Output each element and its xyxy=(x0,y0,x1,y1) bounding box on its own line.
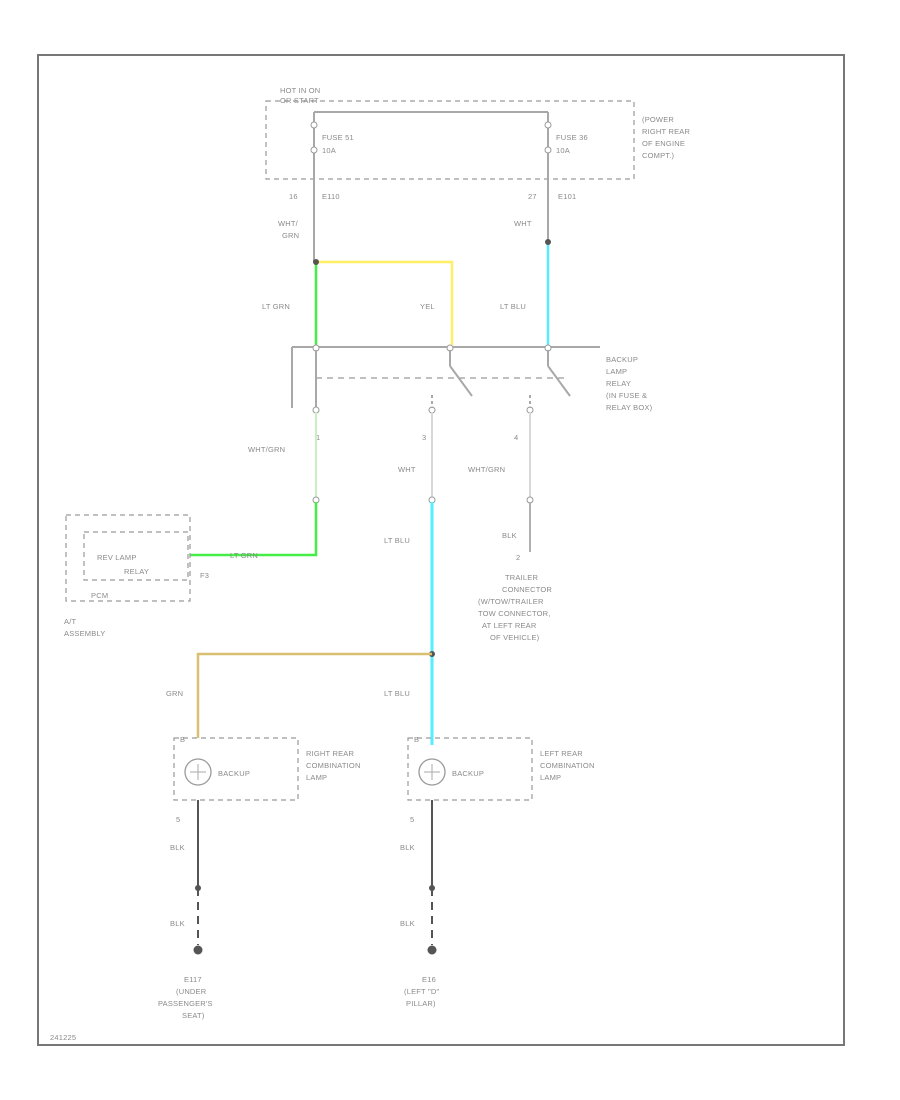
right-lamp-name: BACKUP xyxy=(218,769,250,778)
ground-left-icon xyxy=(193,945,203,955)
relay-switch-2 xyxy=(547,365,571,397)
ground-left-3: SEAT) xyxy=(182,1011,205,1020)
ground-left-id: E117 xyxy=(184,975,202,984)
relay-pin-4: 4 xyxy=(514,433,518,442)
fuse-36-bottom xyxy=(544,146,552,154)
trailer-label-6: OF VEHICLE) xyxy=(490,633,540,642)
fuse-51-top xyxy=(310,121,318,129)
wire-lt-blu-lamp-label: LT BLU xyxy=(384,689,410,698)
left-lamp-label-2: COMBINATION xyxy=(540,761,595,770)
wire-blk-trailer-label: BLK xyxy=(502,531,517,540)
right-lamp-pin-top: B xyxy=(180,735,185,744)
right-filament-icon xyxy=(190,764,206,780)
relay-pin-1: 1 xyxy=(316,433,320,442)
ground-right-id: E16 xyxy=(422,975,436,984)
pcm-assembly-1: A/T xyxy=(64,617,76,626)
ground-right-1: (LEFT "D" xyxy=(404,987,439,996)
conn-right: E101 xyxy=(558,192,576,201)
pcm-inner-box xyxy=(83,531,189,581)
fuse-location-2: RIGHT REAR xyxy=(642,127,691,136)
wire-lt-grn-pcm-label: LT GRN xyxy=(230,551,258,560)
ground-right-2: PILLAR) xyxy=(406,999,436,1008)
pcm-label-2: RELAY xyxy=(124,567,149,576)
relay-label-1: BACKUP xyxy=(606,355,638,364)
wire-wht-grn-pin4-label: WHT/GRN xyxy=(468,465,505,474)
relay-label-5: RELAY BOX) xyxy=(606,403,653,412)
wire-grn xyxy=(196,652,432,738)
right-lamp-label-2: COMBINATION xyxy=(306,761,361,770)
wire-wht-grn-2: GRN xyxy=(282,231,299,240)
right-lamp-label-3: LAMP xyxy=(306,773,327,782)
pcm-pin: F3 xyxy=(200,571,209,580)
fuse-1-label: FUSE 51 xyxy=(322,133,354,142)
relay-label-2: LAMP xyxy=(606,367,627,376)
wire-grn-label: GRN xyxy=(166,689,183,698)
fuse-2-amp: 10A xyxy=(556,146,570,155)
left-lamp-label-1: LEFT REAR xyxy=(540,749,583,758)
pcm-name: PCM xyxy=(91,591,108,600)
left-lamp-pin-top: B xyxy=(414,735,419,744)
wire-wht-grn-1: WHT/ xyxy=(278,219,299,228)
left-bulb-icon xyxy=(418,758,446,786)
trailer-label-2: CONNECTOR xyxy=(502,585,552,594)
relay-pin-3: 3 xyxy=(422,433,426,442)
trailer-label-4: TOW CONNECTOR, xyxy=(478,609,551,618)
conn-left: E110 xyxy=(322,192,340,201)
hot-label-1: HOT IN ON xyxy=(280,86,320,95)
right-lamp-box xyxy=(173,737,299,801)
wire-yel-label: YEL xyxy=(420,302,435,311)
right-lamp-label-1: RIGHT REAR xyxy=(306,749,355,758)
relay-switch-1 xyxy=(449,365,473,397)
trailer-pin: 2 xyxy=(516,553,520,562)
fuse-location-3: OF ENGINE xyxy=(642,139,685,148)
wire-wht-right: WHT xyxy=(514,219,532,228)
fuse-location-4: COMPT.) xyxy=(642,151,675,160)
wire-blk-right-2: BLK xyxy=(400,919,415,928)
diagram-frame xyxy=(37,54,845,1046)
splice-top xyxy=(313,259,319,265)
right-lamp-pin-bottom: 5 xyxy=(176,815,180,824)
wire-wht-grn-pin1-label: WHT/GRN xyxy=(248,445,285,454)
relay-label-3: RELAY xyxy=(606,379,631,388)
left-lamp-label-3: LAMP xyxy=(540,773,561,782)
relay-label-4: (IN FUSE & xyxy=(606,391,647,400)
ground-splice-right xyxy=(429,885,435,891)
footer-code: 241225 xyxy=(50,1033,76,1042)
left-lamp-pin-bottom: 5 xyxy=(410,815,414,824)
pcm-assembly-2: ASSEMBLY xyxy=(64,629,105,638)
wire-blk-left-2: BLK xyxy=(170,919,185,928)
trailer-label-3: (W/TOW/TRAILER xyxy=(478,597,544,606)
hot-label-2: OR START xyxy=(280,96,319,105)
ground-right-icon xyxy=(427,945,437,955)
wire-lt-grn-pcm xyxy=(190,502,318,557)
wire-blk-right-1: BLK xyxy=(400,843,415,852)
fuse-location-1: (POWER xyxy=(642,115,674,124)
right-bulb-icon xyxy=(184,758,212,786)
pcm-label: REV LAMP xyxy=(97,553,137,562)
wire-blk-left-1: BLK xyxy=(170,843,185,852)
wire-wht-pin3-label: WHT xyxy=(398,465,416,474)
ground-left-2: PASSENGER'S xyxy=(158,999,213,1008)
fuse-1-amp: 10A xyxy=(322,146,336,155)
wire-lt-blu-top-label: LT BLU xyxy=(500,302,526,311)
wire-lt-grn-label: LT GRN xyxy=(262,302,290,311)
fuse-51-bottom xyxy=(310,146,318,154)
pin-left: 16 xyxy=(289,192,298,201)
left-filament-icon xyxy=(424,764,440,780)
wire-yel xyxy=(316,260,454,345)
trailer-label-5: AT LEFT REAR xyxy=(482,621,537,630)
ground-splice-left xyxy=(195,885,201,891)
fuse-36-top xyxy=(544,121,552,129)
fuse-2-label: FUSE 36 xyxy=(556,133,588,142)
fuse-box-outline xyxy=(265,100,635,180)
left-lamp-box xyxy=(407,737,533,801)
trailer-label-1: TRAILER xyxy=(505,573,538,582)
left-lamp-name: BACKUP xyxy=(452,769,484,778)
pin-right: 27 xyxy=(528,192,537,201)
ground-left-1: (UNDER xyxy=(176,987,207,996)
wire-lt-blu-mid-label: LT BLU xyxy=(384,536,410,545)
splice-right-top xyxy=(545,239,551,245)
pcm-outer-box xyxy=(65,514,191,602)
